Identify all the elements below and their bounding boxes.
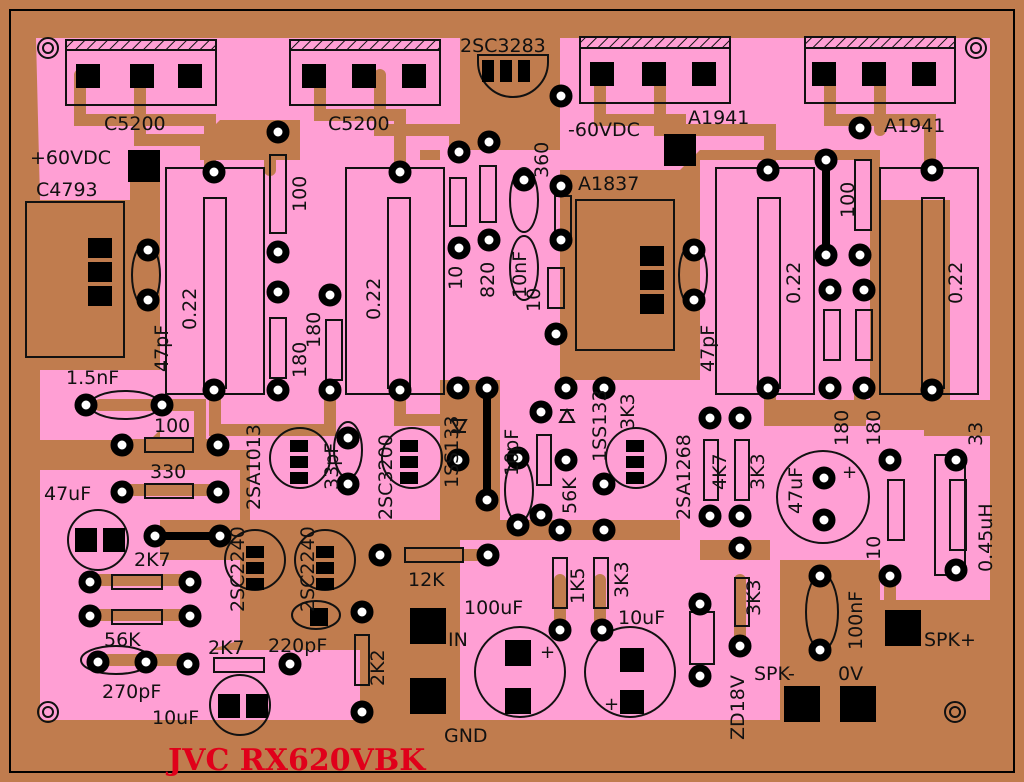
label-2k7-b: 2K7 (208, 637, 245, 659)
label-3k3-d: 3K3 (743, 579, 765, 616)
label-2sa1013: 2SA1013 (243, 424, 265, 510)
label-33: 33 (965, 422, 987, 446)
label-820: 820 (477, 262, 499, 298)
label-2sc3283: 2SC3283 (460, 35, 546, 57)
label-10u-mid: 10uF (618, 607, 665, 629)
svg-text:+: + (540, 642, 555, 663)
label-3k3-c: 3K3 (611, 561, 633, 598)
label-180-a: 180 (289, 342, 311, 378)
label-3k3-b: 3K3 (747, 453, 769, 490)
label-330: 330 (150, 461, 186, 483)
label-2sc2240-b: 2SC2240 (297, 526, 319, 612)
svg-text:+: + (604, 694, 619, 715)
label-12k: 12K (408, 569, 445, 591)
label-1n5: 1.5nF (66, 367, 119, 389)
svg-text:+: + (842, 462, 857, 483)
label-10-a: 10 (445, 266, 467, 290)
silkscreen-labels: C5200 C5200 2SC3283 A1941 A1941 +60VDC -… (30, 35, 997, 747)
diode-symbols (450, 408, 576, 434)
label-022-1: 0.22 (179, 288, 201, 330)
label-gnd: GND (444, 725, 488, 747)
label-spk-minus: SPK- (754, 663, 795, 685)
label-045uh: 0.45uH (975, 503, 997, 572)
label-10-c: 10 (863, 536, 885, 560)
label-180-c: 180 (831, 410, 853, 446)
label-minus-supply: -60VDC (568, 119, 640, 141)
label-33p: 33pF (321, 443, 343, 490)
label-1ss133-b: 1SS133 (589, 390, 611, 462)
label-3k3-a: 3K3 (617, 393, 639, 430)
label-220p: 220pF (268, 635, 327, 657)
label-10u-left: 10uF (152, 707, 199, 729)
label-100-b: 100 (837, 182, 859, 218)
label-2sc3200: 2SC3200 (375, 434, 397, 520)
label-a1837: A1837 (578, 173, 639, 195)
label-zd18v: ZD18V (727, 675, 749, 740)
label-022-3: 0.22 (783, 262, 805, 304)
label-47p-right: 47pF (697, 325, 719, 372)
label-180-b: 180 (303, 312, 325, 348)
label-47u-left: 47uF (44, 483, 91, 505)
label-a1941-b: A1941 (884, 115, 945, 137)
board-title: JVC RX620VBK (165, 743, 426, 778)
label-c5200-a: C5200 (104, 113, 166, 135)
label-100u: 100uF (464, 597, 523, 619)
label-a1941-a: A1941 (688, 107, 749, 129)
label-10p: 10pF (501, 429, 523, 476)
label-10n: 10nF (509, 251, 531, 298)
label-plus-supply: +60VDC (30, 147, 111, 169)
mounting-holes (37, 37, 987, 723)
label-2k7-a: 2K7 (134, 549, 171, 571)
label-2sa1268: 2SA1268 (673, 434, 695, 520)
label-0v: 0V (838, 663, 863, 685)
label-c4793: C4793 (36, 179, 98, 201)
label-2sc2240-a: 2SC2240 (227, 526, 249, 612)
label-1ss133-a: 1SS133 (441, 416, 463, 488)
label-spk-plus: SPK+ (924, 629, 976, 651)
label-270p: 270pF (102, 681, 161, 703)
label-c5200-b: C5200 (328, 113, 390, 135)
label-100-h: 100 (154, 415, 190, 437)
label-47p-left: 47pF (151, 325, 173, 372)
square-pads (75, 60, 936, 722)
label-1k5: 1K5 (567, 567, 589, 604)
label-2k2: 2K2 (367, 649, 389, 686)
label-4k7: 4K7 (709, 453, 731, 490)
polarity-marks: + + + (540, 462, 857, 715)
label-360: 360 (531, 142, 553, 178)
label-in: IN (448, 629, 468, 651)
label-100-a: 100 (289, 176, 311, 212)
label-022-4: 0.22 (945, 262, 967, 304)
board-outline (9, 9, 1015, 773)
label-180-d: 180 (863, 410, 885, 446)
label-10-b: 10 (523, 288, 545, 312)
label-100n: 100nF (845, 591, 867, 650)
label-022-2: 0.22 (363, 278, 385, 320)
label-56k-b: 56K (559, 477, 581, 514)
round-pads (74, 84, 968, 724)
label-56k-a: 56K (104, 629, 141, 651)
label-47u-right: 47uF (785, 467, 807, 514)
